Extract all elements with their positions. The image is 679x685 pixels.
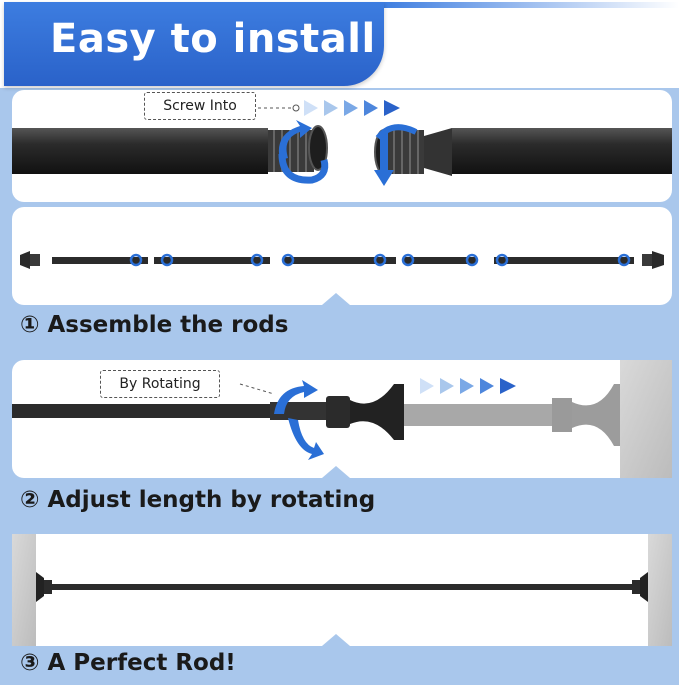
rod-piece-2 <box>154 257 270 264</box>
adjust-card: By Rotating <box>12 360 672 478</box>
rotate-arrow-icon <box>274 380 324 460</box>
rod-piece-5 <box>494 257 634 264</box>
adjust-illustration <box>12 360 672 478</box>
result-card <box>12 534 672 646</box>
end-cap-black <box>326 384 404 440</box>
right-rod-segment <box>452 128 672 174</box>
left-wall <box>12 534 36 646</box>
assemble-notch <box>322 293 350 305</box>
rod-piece-4 <box>404 257 476 264</box>
result-illustration <box>12 534 672 646</box>
screw-into-illustration <box>12 100 672 186</box>
extend-direction-arrow-icon <box>420 378 516 394</box>
page-title: Easy to install <box>50 16 376 62</box>
insert-direction-arrow-icon <box>304 100 400 116</box>
header-accent-line <box>380 2 679 8</box>
screw-into-callout: Screw Into <box>144 92 256 120</box>
left-rod-segment <box>12 128 268 174</box>
rod-piece-3 <box>284 257 396 264</box>
assemble-caption: ① Assemble the rods <box>20 312 289 338</box>
right-wall <box>648 534 672 646</box>
left-rod-thread <box>268 125 328 172</box>
right-rotate-arrow-icon <box>374 124 418 186</box>
end-cap-left <box>20 251 40 269</box>
assemble-card <box>12 207 672 305</box>
title-banner: Easy to install <box>4 2 384 86</box>
by-rotating-callout: By Rotating <box>100 370 220 398</box>
end-cap-ghost <box>552 384 620 446</box>
callout-dot <box>292 104 300 112</box>
wall <box>620 360 672 478</box>
end-cap-right <box>642 251 664 269</box>
left-rotate-arrow-icon <box>278 120 329 184</box>
adjust-caption: ② Adjust length by rotating <box>20 487 376 513</box>
screw-into-card: Screw Into <box>12 90 672 202</box>
right-end-cap <box>632 572 648 602</box>
left-end-cap <box>36 572 52 602</box>
inner-rod <box>12 404 270 418</box>
adjust-notch <box>322 466 350 478</box>
assemble-illustration <box>20 251 664 269</box>
result-notch <box>322 634 350 646</box>
callout-leader <box>239 383 275 395</box>
result-caption: ③ A Perfect Rod! <box>20 650 236 676</box>
installed-rod <box>52 584 632 590</box>
rod-piece-1 <box>52 257 148 264</box>
joint-rotate-icons <box>129 253 631 267</box>
extended-rod-ghost <box>404 404 552 426</box>
right-rod-thread <box>374 128 452 176</box>
